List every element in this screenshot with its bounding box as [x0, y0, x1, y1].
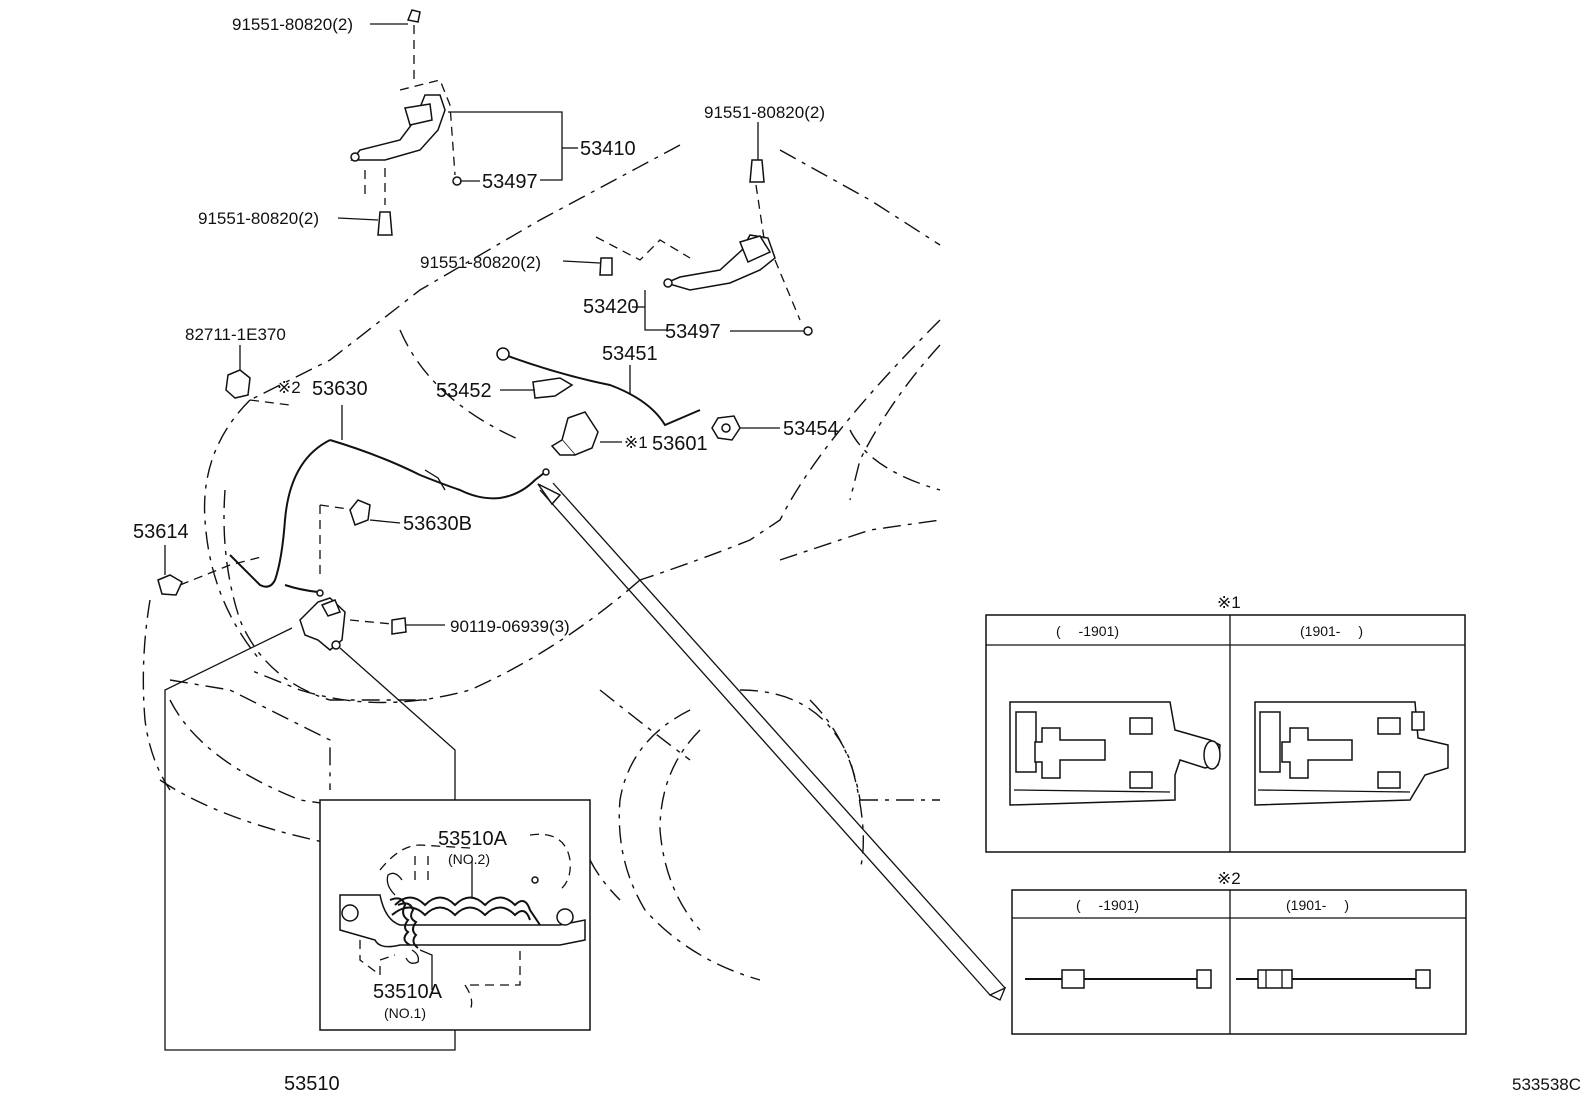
hood-hinge-rh: [595, 159, 813, 336]
label-note2-mark: ※2: [277, 378, 301, 397]
label-hinge-lh: 53410: [580, 138, 636, 160]
part-labels: 91551-80820(2) 53410 53497 91551-80820(2…: [133, 15, 1581, 1095]
switch-new-type: [1254, 701, 1449, 806]
inset2-col-right: (1901- ): [1286, 897, 1349, 913]
vehicle-outline: [142, 144, 941, 981]
hood-lock: [157, 555, 407, 651]
inset2-mark: ※2: [1217, 869, 1241, 888]
leader-lines: [164, 23, 804, 1051]
hood-switch: [550, 411, 599, 456]
label-bolt-right-top: 91551-80820(2): [704, 103, 825, 122]
cable-end-new-type: [1236, 969, 1431, 989]
label-prop-rod: 53451: [602, 343, 658, 365]
label-hinge-lh-bush: 53497: [482, 171, 538, 193]
hood-hinge-lh: [350, 9, 462, 236]
prop-rod-assembly: [496, 347, 741, 441]
label-prop-holder: 53452: [436, 380, 492, 402]
label-spring-a1: 53510A: [373, 981, 443, 1003]
inset1-mark: ※1: [1217, 593, 1241, 612]
label-grommet: 53454: [783, 418, 839, 440]
label-bolt-left: 91551-80820(2): [198, 209, 319, 228]
label-bolt-right-mid: 91551-80820(2): [420, 253, 541, 272]
label-hinge-rh-bush: 53497: [665, 321, 721, 343]
label-hinge-rh: 53420: [583, 296, 639, 318]
switch-old-type: [1009, 701, 1221, 806]
label-spring-a2-sub: (NO.2): [448, 851, 490, 867]
inset-switch-variants: ※1 ( -1901) (1901- ): [985, 593, 1466, 853]
spring-detail-box: [319, 799, 591, 1031]
label-clip-82711: 82711-1E370: [185, 325, 286, 344]
label-bolt-top: 91551-80820(2): [232, 15, 353, 34]
label-switch-mark: ※1: [624, 433, 648, 452]
release-cable: [229, 399, 550, 597]
cable-end-old-type: [1025, 969, 1212, 989]
label-ref-code: 533538C: [1512, 1075, 1581, 1094]
label-bolt-lock: 90119-06939(3): [450, 617, 570, 636]
inset1-col-left: ( -1901): [1056, 623, 1119, 639]
detail-arrow: [537, 482, 1007, 1001]
label-spring-a2: 53510A: [438, 828, 508, 850]
label-switch: 53601: [652, 433, 708, 455]
label-lock-assy: 53510: [284, 1073, 340, 1095]
label-spring-a1-sub: (NO.1): [384, 1005, 426, 1021]
inset1-col-right: (1901- ): [1300, 623, 1363, 639]
label-cable: 53630: [312, 378, 368, 400]
label-cable-clamp: 53630B: [403, 513, 472, 535]
inset-cable-variants: ※2 ( -1901) (1901- ): [1011, 869, 1467, 1035]
clip-82711: [225, 345, 251, 399]
inset2-col-left: ( -1901): [1076, 897, 1139, 913]
label-hook: 53614: [133, 521, 189, 543]
